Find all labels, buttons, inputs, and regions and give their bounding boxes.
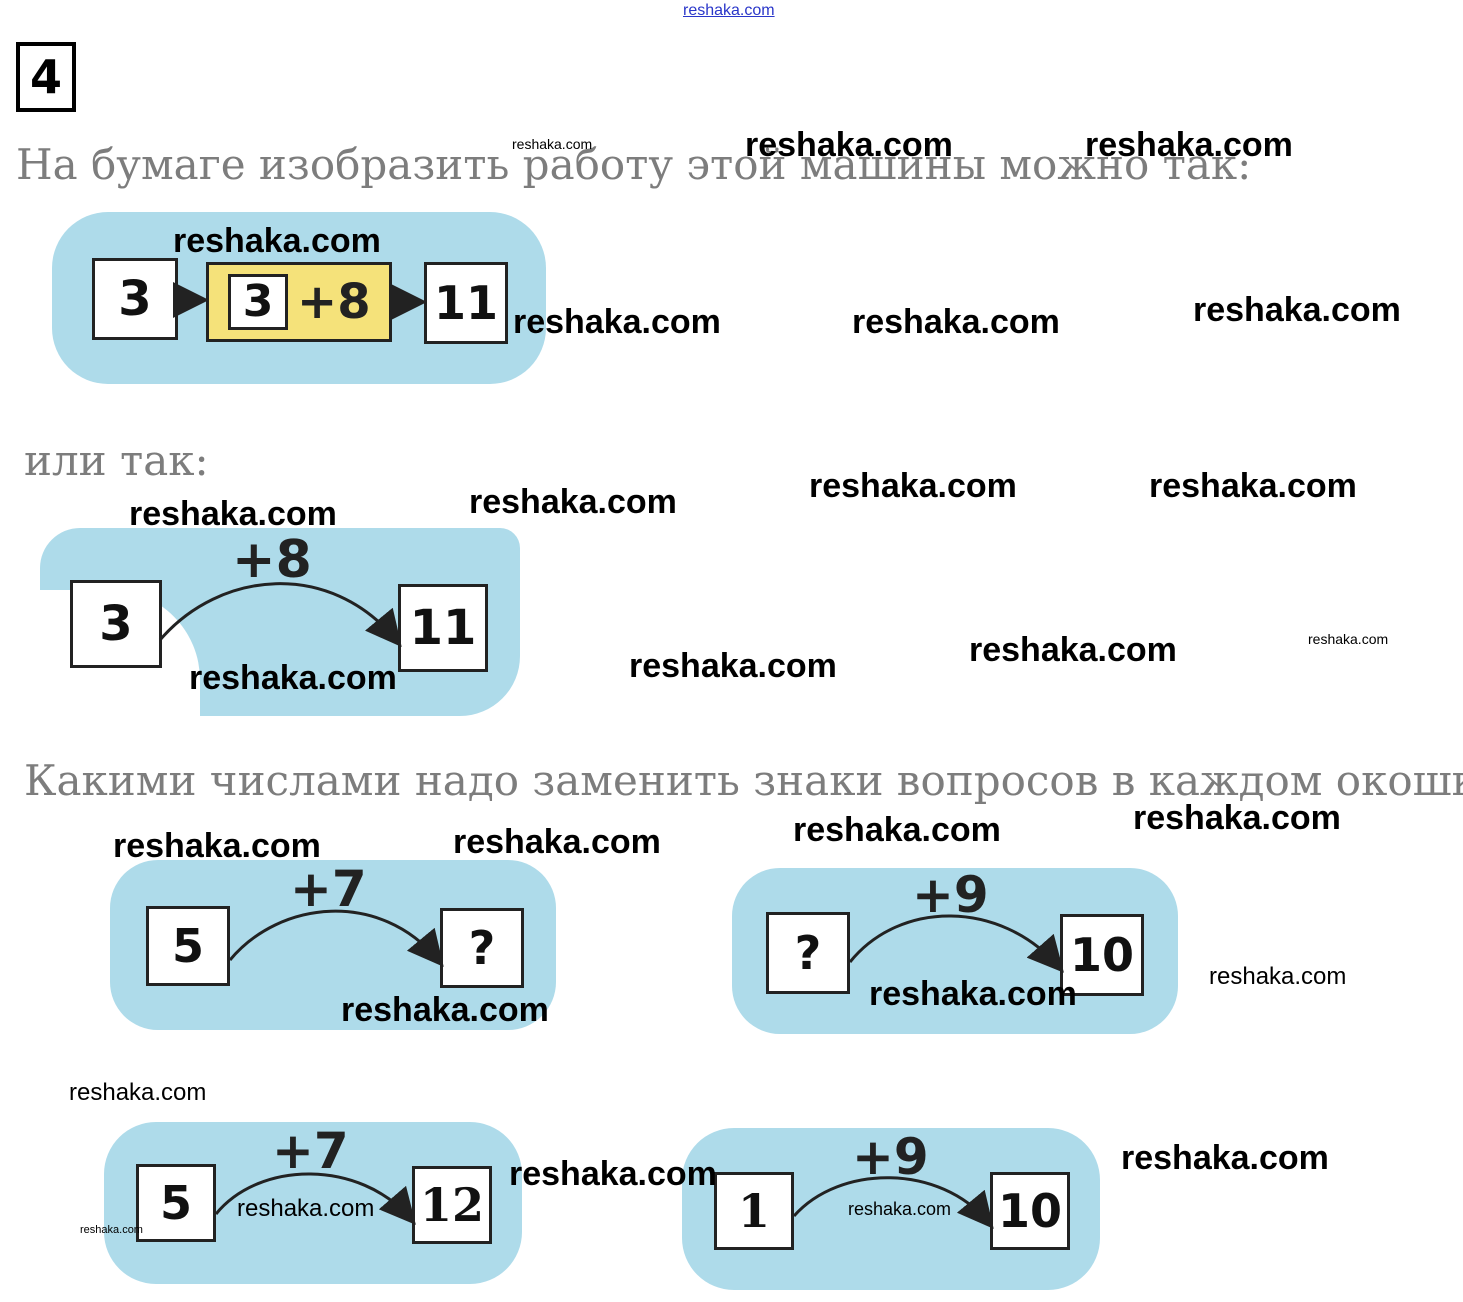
watermark: reshaka.com xyxy=(1209,963,1347,990)
answer-right-operation: +9 xyxy=(852,1128,929,1186)
watermark: reshaka.com xyxy=(189,659,397,697)
watermark: reshaka.com xyxy=(1193,291,1401,329)
watermark: reshaka.com xyxy=(848,1199,952,1219)
example2-output-box: 11 xyxy=(398,584,488,672)
example1-output-box: 11 xyxy=(424,262,508,344)
question-left-output-box: ? xyxy=(440,908,524,988)
watermark: reshaka.com xyxy=(969,631,1177,669)
answer-left-input-box: 5 xyxy=(136,1164,216,1242)
answer-left-output-box: 12 xyxy=(412,1166,492,1244)
watermark: reshaka.com xyxy=(69,1079,207,1106)
watermark: reshaka.com xyxy=(629,647,837,685)
watermark: reshaka.com xyxy=(1121,1139,1329,1177)
watermark: reshaka.com xyxy=(80,1224,143,1236)
watermark: reshaka.com xyxy=(453,823,661,861)
task-number: 4 xyxy=(16,42,76,112)
watermark: reshaka.com xyxy=(852,303,1060,341)
example2-operation: +8 xyxy=(232,530,312,590)
watermark: reshaka.com xyxy=(513,303,721,341)
answer-right-output-box: 10 xyxy=(990,1172,1070,1250)
watermark: reshaka.com xyxy=(509,1155,717,1193)
question-left-operation: +7 xyxy=(290,860,367,918)
answer-left-operation: +7 xyxy=(272,1122,349,1180)
watermark: reshaka.com xyxy=(1308,631,1389,647)
watermark: reshaka.com xyxy=(1133,799,1341,837)
instruction-line-2: или так: xyxy=(24,436,209,485)
instruction-line-1: На бумаге изобразить работу этой машины … xyxy=(16,140,1252,189)
example1-input-box: 3 xyxy=(92,258,178,340)
question-right-operation: +9 xyxy=(912,866,989,924)
question-left-input-box: 5 xyxy=(146,906,230,986)
example1-inner-box: 3 xyxy=(228,274,288,330)
watermark: reshaka.com xyxy=(869,975,1077,1013)
watermark: reshaka.com xyxy=(1085,126,1293,164)
watermark: reshaka.com xyxy=(1149,467,1357,505)
example2-input-box: 3 xyxy=(70,580,162,668)
watermark: reshaka.com xyxy=(113,827,321,865)
watermark: reshaka.com xyxy=(237,1195,375,1222)
watermark: reshaka.com xyxy=(341,991,549,1029)
watermark: reshaka.com xyxy=(129,495,337,533)
example1-operation: +8 xyxy=(297,274,371,330)
question-right-output-box: 10 xyxy=(1060,914,1144,996)
watermark: reshaka.com xyxy=(745,126,953,164)
instruction-line-3: Какими числами надо заменить знаки вопро… xyxy=(24,756,1463,805)
answer-right-input-box: 1 xyxy=(714,1172,794,1250)
watermark: reshaka.com xyxy=(793,811,1001,849)
top-watermark-link[interactable]: reshaka.com xyxy=(683,2,775,19)
watermark: reshaka.com xyxy=(809,467,1017,505)
question-right-input-box: ? xyxy=(766,912,850,994)
watermark: reshaka.com xyxy=(173,222,381,260)
watermark: reshaka.com xyxy=(469,483,677,521)
watermark: reshaka.com xyxy=(512,136,593,152)
